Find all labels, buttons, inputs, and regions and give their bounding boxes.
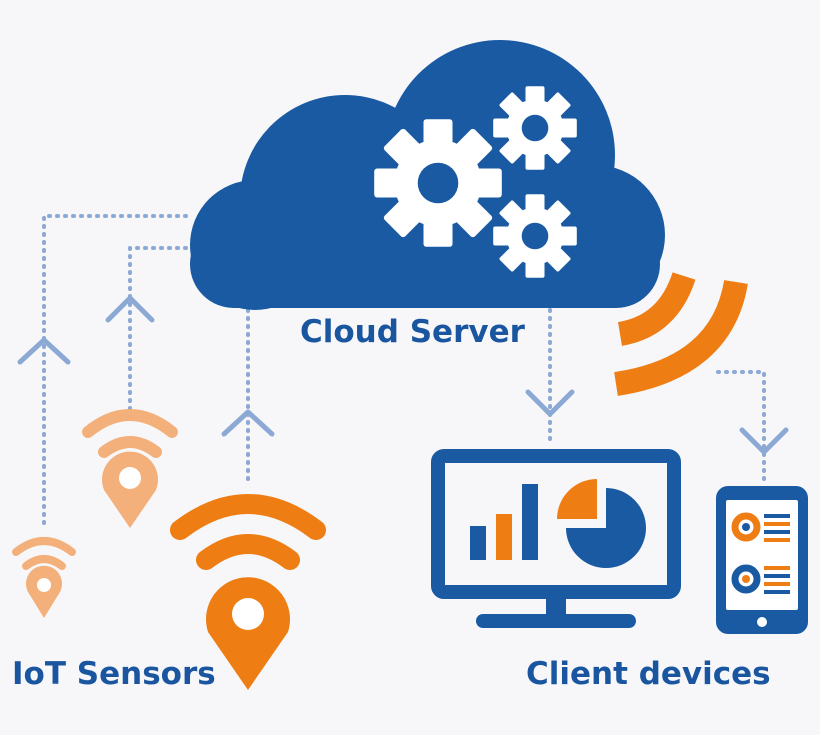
sensor-large [170, 494, 326, 690]
chevron-up-icon [221, 409, 275, 437]
desktop-monitor-icon [431, 449, 681, 628]
chevron-up-icon [105, 295, 155, 323]
pie-chart-icon [557, 479, 646, 568]
arrow-chevrons [17, 295, 789, 455]
chevron-up-icon [17, 337, 71, 365]
location-pin-wifi-icon [82, 409, 178, 528]
client-devices-label: Client devices [526, 656, 771, 692]
bar-chart-icon [470, 484, 538, 560]
sensor-medium [82, 409, 178, 528]
chevron-down-icon [739, 427, 789, 455]
sensor-small [12, 537, 76, 618]
chevron-down-icon [525, 389, 575, 417]
location-pin-wifi-icon [12, 537, 76, 618]
connector-lines [42, 214, 766, 532]
connector-sensor-small [42, 214, 188, 532]
connector-phone [716, 370, 766, 484]
iot-sensors-label: IoT Sensors [12, 656, 216, 692]
connector-sensor-medium [128, 246, 188, 412]
dashboard-widget [731, 512, 790, 542]
dashboard-widget [731, 564, 790, 594]
cloud-server-label: Cloud Server [300, 314, 525, 350]
location-pin-wifi-icon [170, 494, 326, 690]
smartphone-icon [716, 486, 808, 634]
wifi-signal-icon [614, 271, 748, 396]
